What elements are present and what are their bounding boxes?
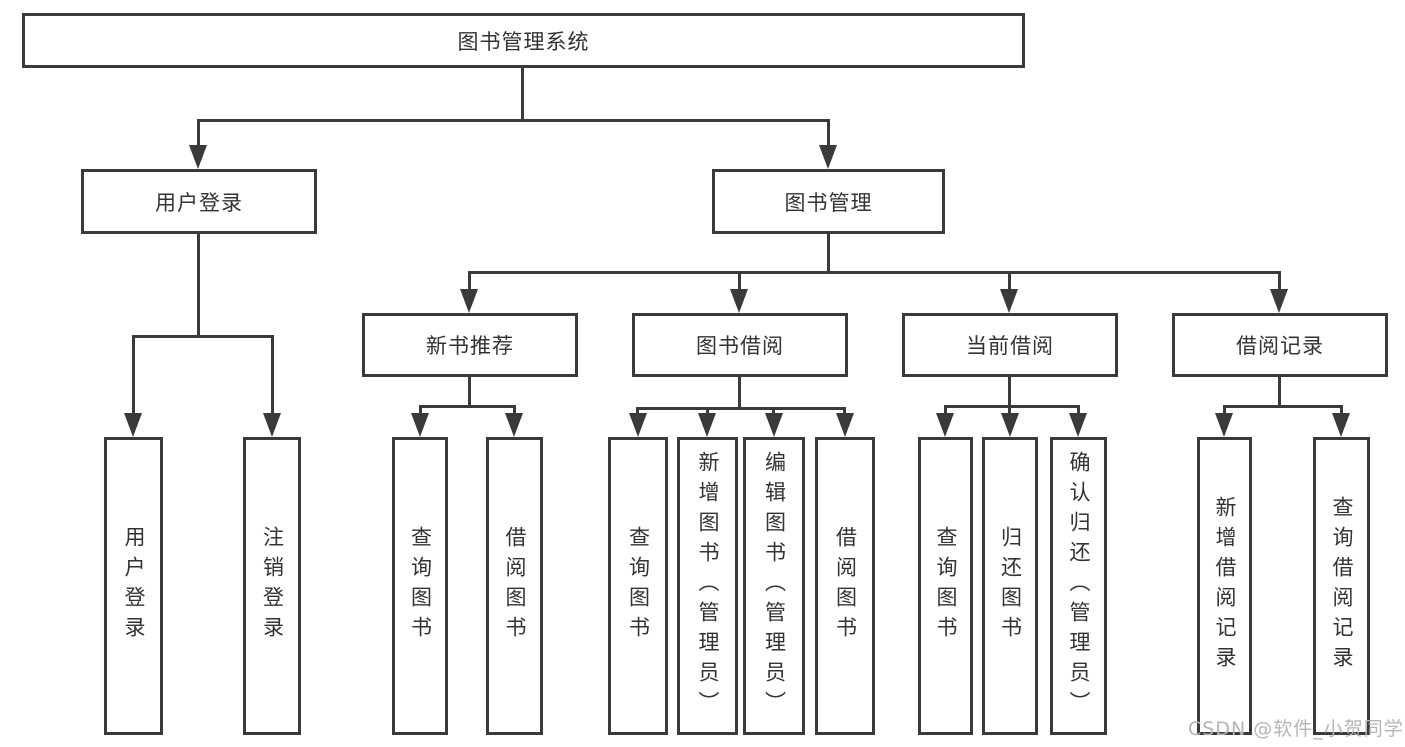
connector-arrowhead: [1270, 289, 1288, 313]
node-borrowing-edit-books-admin: 编辑图书（管理员）: [743, 437, 805, 735]
node-user-login-leaf-label: 用户登录: [122, 526, 146, 646]
node-records-add-borrow-record-label: 新增借阅记录: [1213, 496, 1237, 676]
connector-arrowhead: [505, 413, 523, 437]
connector-line: [468, 377, 471, 405]
connector-line: [827, 119, 830, 149]
connector-line: [1223, 405, 1343, 408]
connector-line: [513, 405, 516, 416]
node-new-book-recommendation-label: 新书推荐: [426, 334, 514, 358]
node-borrowing-records-label: 借阅记录: [1236, 334, 1324, 358]
connector-line: [706, 407, 709, 416]
connector-arrowhead: [1001, 413, 1019, 437]
connector-line: [132, 335, 135, 416]
connector-line: [1008, 271, 1011, 293]
connector-line: [468, 271, 1281, 274]
node-borrowing-edit-books-admin-label: 编辑图书（管理员）: [762, 451, 787, 721]
connector-arrowhead: [1069, 413, 1087, 437]
connector-line: [1223, 405, 1226, 416]
connector-arrowhead: [819, 145, 837, 169]
node-borrowing-borrow-books: 借阅图书: [815, 437, 875, 735]
connector-line: [738, 271, 741, 293]
connector-arrowhead: [765, 413, 783, 437]
node-current-borrowing: 当前借阅: [902, 313, 1118, 377]
connector-arrowhead: [124, 413, 142, 437]
connector-line: [772, 407, 775, 416]
node-records-query-borrow-record: 查询借阅记录: [1313, 437, 1370, 735]
connector-line: [1278, 271, 1281, 293]
connector-line: [197, 234, 200, 335]
connector-line: [843, 407, 846, 416]
connector-line: [827, 234, 830, 271]
node-book-management: 图书管理: [712, 169, 945, 234]
node-logout-leaf: 注销登录: [243, 437, 301, 735]
connector-arrowhead: [1000, 289, 1018, 313]
connector-line: [1008, 377, 1011, 405]
csdn-watermark: CSDN @软件_小贺同学: [1188, 718, 1404, 740]
node-records-query-borrow-record-label: 查询借阅记录: [1330, 496, 1354, 676]
connector-arrowhead: [1332, 413, 1350, 437]
node-user-login-leaf: 用户登录: [104, 437, 163, 735]
connector-arrowhead: [936, 413, 954, 437]
connector-arrowhead: [698, 413, 716, 437]
connector-line: [197, 119, 830, 122]
node-library-system: 图书管理系统: [22, 13, 1025, 68]
connector-line: [1278, 377, 1281, 405]
connector-line: [419, 405, 422, 416]
connector-line: [419, 405, 516, 408]
node-current-confirm-return-admin-label: 确认归还（管理员）: [1067, 451, 1091, 721]
node-current-confirm-return-admin: 确认归还（管理员）: [1050, 437, 1107, 735]
connector-line: [1008, 405, 1011, 416]
node-current-borrowing-label: 当前借阅: [966, 334, 1054, 358]
node-book-borrowing: 图书借阅: [632, 313, 848, 377]
connector-line: [738, 377, 741, 407]
connector-arrowhead: [189, 145, 207, 169]
node-recommend-query-books-label: 查询图书: [408, 526, 433, 646]
connector-line: [468, 271, 471, 293]
node-new-book-recommendation: 新书推荐: [362, 313, 578, 377]
node-borrowing-query-books: 查询图书: [608, 437, 668, 735]
connector-line: [521, 68, 524, 119]
connector-line: [197, 119, 200, 149]
connector-line: [944, 405, 947, 416]
node-current-query-books-label: 查询图书: [934, 526, 958, 646]
connector-arrowhead: [1215, 413, 1233, 437]
connector-line: [636, 407, 639, 416]
node-book-borrowing-label: 图书借阅: [696, 334, 784, 358]
node-recommend-borrow-books-label: 借阅图书: [503, 526, 527, 646]
node-borrowing-add-books-admin: 新增图书（管理员）: [677, 437, 738, 735]
node-borrowing-borrow-books-label: 借阅图书: [833, 526, 858, 646]
node-user-login-label: 用户登录: [155, 190, 243, 215]
node-recommend-query-books: 查询图书: [392, 437, 448, 735]
connector-arrowhead: [836, 413, 854, 437]
connector-line: [1077, 405, 1080, 416]
node-borrowing-add-books-admin-label: 新增图书（管理员）: [696, 451, 720, 721]
connector-arrowhead: [629, 413, 647, 437]
connector-arrowhead: [730, 289, 748, 313]
node-book-management-label: 图书管理: [784, 190, 873, 215]
node-library-system-label: 图书管理系统: [457, 29, 590, 54]
connector-line: [1340, 405, 1343, 416]
connector-line: [271, 335, 274, 416]
node-user-login: 用户登录: [81, 169, 317, 234]
node-current-query-books: 查询图书: [918, 437, 973, 735]
node-current-return-books: 归还图书: [982, 437, 1038, 735]
node-borrowing-records: 借阅记录: [1172, 313, 1388, 377]
connector-line: [944, 405, 1080, 408]
node-logout-leaf-label: 注销登录: [260, 526, 285, 646]
connector-arrowhead: [460, 289, 478, 313]
connector-arrowhead: [411, 413, 429, 437]
node-current-return-books-label: 归还图书: [998, 526, 1023, 646]
connector-line: [132, 335, 274, 338]
node-records-add-borrow-record: 新增借阅记录: [1197, 437, 1252, 735]
connector-arrowhead: [263, 413, 281, 437]
connector-line: [636, 407, 846, 410]
node-recommend-borrow-books: 借阅图书: [486, 437, 543, 735]
node-borrowing-query-books-label: 查询图书: [626, 526, 651, 646]
